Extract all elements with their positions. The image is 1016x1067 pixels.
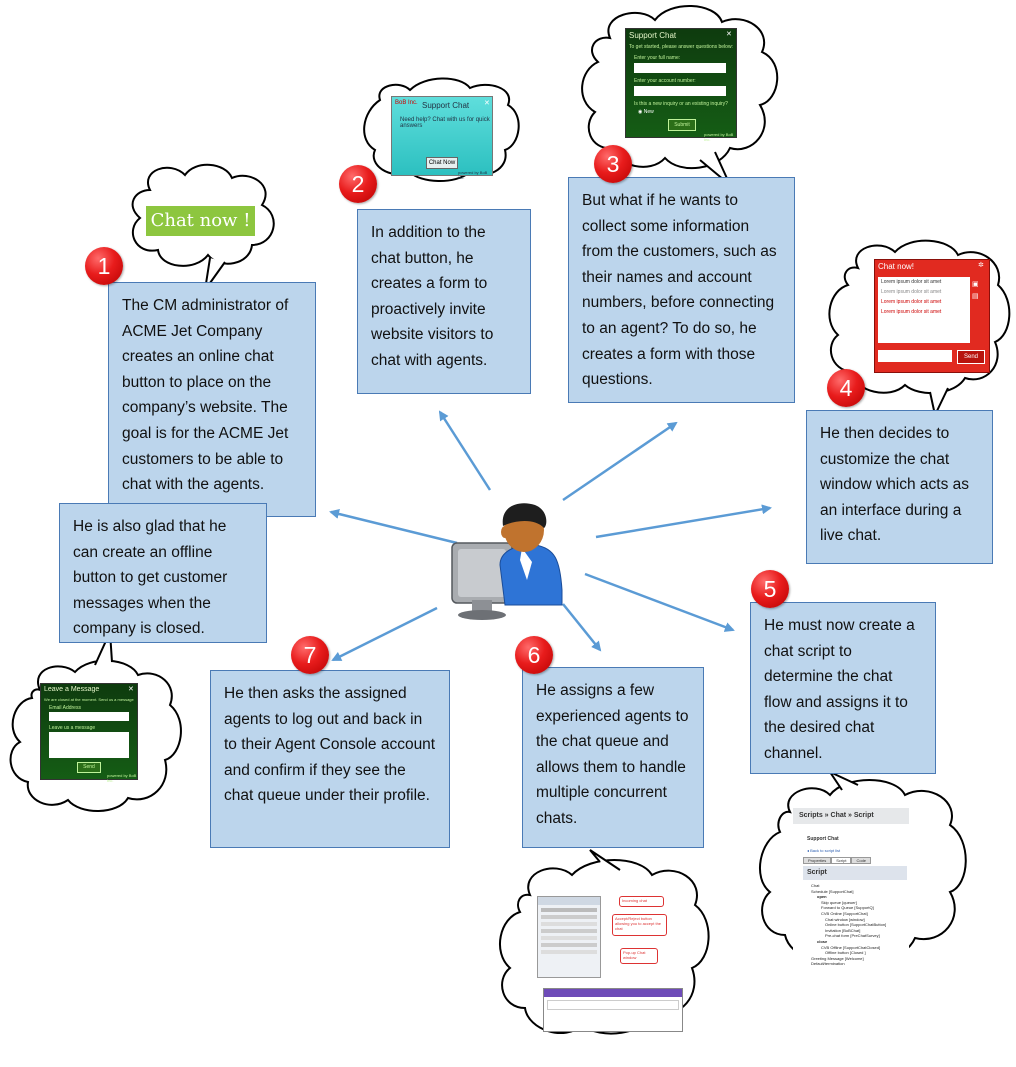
prechat-intro: To get started, please answer questions … xyxy=(629,44,733,50)
tree-node: Invitation [BoBChat] xyxy=(825,927,861,933)
callout-incoming: Incoming chat xyxy=(619,896,664,907)
step-2-box: In addition to the chat button, he creat… xyxy=(357,209,531,394)
prechat-form-sample: Support Chat ✕ To get started, please an… xyxy=(625,28,737,142)
offline-email-input xyxy=(49,712,129,721)
trash-icon: ▤ xyxy=(972,293,979,300)
radio-icon: ◉ xyxy=(638,109,643,115)
tree-node: Schedule [SupportChat] xyxy=(811,888,854,894)
logo-text: BoB Inc. xyxy=(395,100,418,106)
save-icon: ▣ xyxy=(972,281,979,288)
tree-node: Default/termination xyxy=(811,961,845,967)
offline-note-box: He is also glad that he can create an of… xyxy=(59,503,267,643)
step-7-badge: 7 xyxy=(291,636,329,674)
invite-title: Support Chat xyxy=(422,101,470,110)
prechat-question: Is this a new inquiry or an existing inq… xyxy=(634,101,728,107)
invite-footer: powered by BoB Inc. xyxy=(458,170,488,180)
script-breadcrumb: Scripts » Chat » Script xyxy=(793,808,909,824)
admin-person-icon xyxy=(451,503,563,620)
step-3-box: But what if he wants to collect some inf… xyxy=(568,177,795,403)
back-arrow-icon: ◂ xyxy=(807,848,810,853)
invite-prompt: Need help? Chat with us for quick answer… xyxy=(400,117,490,129)
prechat-radio-new: ◉ New xyxy=(638,109,654,115)
tree-node: close xyxy=(817,938,828,944)
prechat-submit-button: Submit xyxy=(668,119,696,131)
chat-window-sample: Chat now! ✲ Lorem ipsum dolor sit amet L… xyxy=(874,259,990,373)
offline-title: Leave a Message xyxy=(44,686,100,693)
script-tree: Chat Schedule [SupportChat] open Skip qu… xyxy=(811,883,886,967)
step-6-box: He assigns a few experienced agents to t… xyxy=(522,667,704,848)
step-4-box: He then decides to customize the chat wi… xyxy=(806,410,993,564)
prechat-title: Support Chat xyxy=(629,31,677,40)
step-1-badge: 1 xyxy=(85,247,123,285)
settings-icon: ✲ xyxy=(978,262,984,269)
chat-window-title: Chat now! xyxy=(878,262,915,271)
tree-node: open xyxy=(817,894,827,900)
tree-node: Offline button [Closed ] xyxy=(825,950,866,956)
callout-popup: Pop-up Chat window xyxy=(620,948,658,964)
chat-now-button-sample: Chat now ! xyxy=(146,206,255,236)
prechat-footer: powered by BoB Inc. xyxy=(704,132,734,142)
console-queue-list xyxy=(537,896,601,978)
tree-node: CVB Offline [SupportChatClosed] xyxy=(821,944,881,950)
step-6-badge: 6 xyxy=(515,636,553,674)
script-heading: Script xyxy=(803,866,907,880)
back-link: ◂ Back to script list xyxy=(807,848,841,853)
tree-node: Online button [SupportChatButton] xyxy=(825,922,887,928)
callout-accept: Accept/Reject button allowing you to acc… xyxy=(612,914,667,936)
tab-code: Code xyxy=(851,857,872,864)
invite-chat-now-button: Chat Now xyxy=(426,157,458,169)
agent-console-sample: Incoming chat Accept/Reject button allow… xyxy=(537,896,684,1032)
chat-send-button: Send xyxy=(957,350,985,364)
step-5-box: He must now create a chat script to dete… xyxy=(750,602,936,774)
offline-send-button: Send xyxy=(77,762,101,773)
offline-intro: We are closed at the moment. Send us a m… xyxy=(44,697,134,702)
console-popup-window xyxy=(543,988,683,1032)
tree-node: Skip queue [queuer] xyxy=(821,899,857,905)
tree-node: Forward to Queue [SupportQ] xyxy=(821,905,874,911)
tab-script: Script xyxy=(831,857,852,864)
prechat-account-input xyxy=(634,86,726,96)
close-icon: ✕ xyxy=(726,31,732,38)
script-name: Support Chat xyxy=(807,836,839,842)
prechat-name-input xyxy=(634,63,726,73)
flow-arrows xyxy=(329,410,772,662)
tree-node: Chat xyxy=(811,883,820,888)
prechat-field1-label: Enter your full name: xyxy=(634,55,681,61)
tree-node: Pre-chat form [PreChatSurvey] xyxy=(825,933,880,939)
chat-transcript-area: Lorem ipsum dolor sit amet Lorem ipsum d… xyxy=(878,277,970,343)
tree-node: Chat window [window] xyxy=(825,916,865,922)
step-1-box: The CM administrator of ACME Jet Company… xyxy=(108,282,316,517)
offline-field2-label: Leave us a message xyxy=(49,725,96,731)
step-4-badge: 4 xyxy=(827,369,865,407)
tree-node: CVB Online [SupportChat] xyxy=(821,910,868,916)
prechat-field2-label: Enter your account number: xyxy=(634,78,696,84)
close-icon: ✕ xyxy=(484,100,490,107)
offline-message-input xyxy=(49,732,129,758)
step-2-badge: 2 xyxy=(339,165,377,203)
invite-form-sample: BoB Inc. Support Chat ✕ Need help? Chat … xyxy=(391,96,493,180)
offline-footer: powered by BoB Inc. xyxy=(107,773,137,783)
chat-message-input xyxy=(878,350,952,362)
tree-node: Greeting Message [Welcome] xyxy=(811,955,864,961)
step-3-badge: 3 xyxy=(594,145,632,183)
offline-form-sample: Leave a Message ✕ We are closed at the m… xyxy=(40,683,138,783)
offline-field1-label: Email Address xyxy=(49,705,81,711)
script-panel-sample: Scripts » Chat » Script Support Chat ◂ B… xyxy=(793,808,909,970)
step-7-box: He then asks the assigned agents to log … xyxy=(210,670,450,848)
step-5-badge: 5 xyxy=(751,570,789,608)
tab-properties: Properties xyxy=(803,857,832,864)
close-icon: ✕ xyxy=(128,686,134,693)
